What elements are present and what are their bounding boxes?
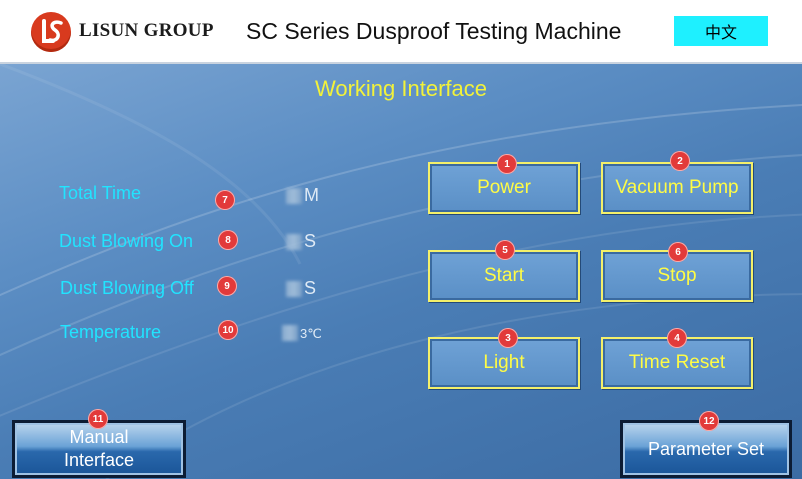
time-reset-button[interactable]: Time Reset (601, 337, 753, 389)
total-time-unit: M (304, 185, 319, 205)
page-title: Working Interface (314, 76, 487, 101)
temperature-unit: 3℃ (300, 326, 322, 341)
dust-blowing-off-value[interactable]: S (286, 278, 316, 299)
badge-5: 5 (495, 240, 515, 260)
badge-9: 9 (217, 276, 237, 296)
lisun-logo-icon (31, 12, 71, 52)
total-time-label: Total Time (59, 183, 142, 203)
obscured-value (286, 188, 302, 205)
badge-10: 10 (218, 320, 238, 340)
manual-line-1: Manual (69, 427, 129, 447)
badge-4: 4 (667, 328, 687, 348)
working-panel: Working Interface Total Time 7 M Dust Bl… (0, 64, 802, 479)
machine-title: SC Series Dusproof Testing Machine (246, 18, 622, 44)
badge-6: 6 (668, 242, 688, 262)
parameter-set-button[interactable]: Parameter Set (620, 420, 792, 478)
obscured-value (282, 325, 298, 342)
language-toggle-button[interactable]: 中文 (674, 16, 768, 46)
badge-3: 3 (498, 328, 518, 348)
badge-7: 7 (215, 190, 235, 210)
dust-blowing-on-unit: S (304, 231, 317, 251)
obscured-value (286, 234, 302, 251)
temperature-value[interactable]: 3℃ (282, 322, 322, 343)
company-name: LISUN GROUP (79, 20, 214, 41)
total-time-value[interactable]: M (286, 185, 319, 206)
badge-2: 2 (670, 151, 690, 171)
badge-11: 11 (88, 409, 108, 429)
badge-12: 12 (699, 411, 719, 431)
dust-blowing-on-value[interactable]: S (286, 231, 316, 252)
dust-blowing-on-label: Dust Blowing On (59, 231, 194, 251)
header-bar: LISUN GROUP SC Series Dusproof Testing M… (0, 0, 802, 64)
badge-8: 8 (218, 230, 238, 250)
dust-blowing-off-label: Dust Blowing Off (60, 278, 194, 298)
temperature-label: Temperature (60, 322, 162, 342)
obscured-value (286, 281, 302, 298)
badge-1: 1 (497, 154, 517, 174)
dust-blowing-off-unit: S (304, 278, 317, 298)
manual-line-2: Interface (63, 450, 135, 470)
